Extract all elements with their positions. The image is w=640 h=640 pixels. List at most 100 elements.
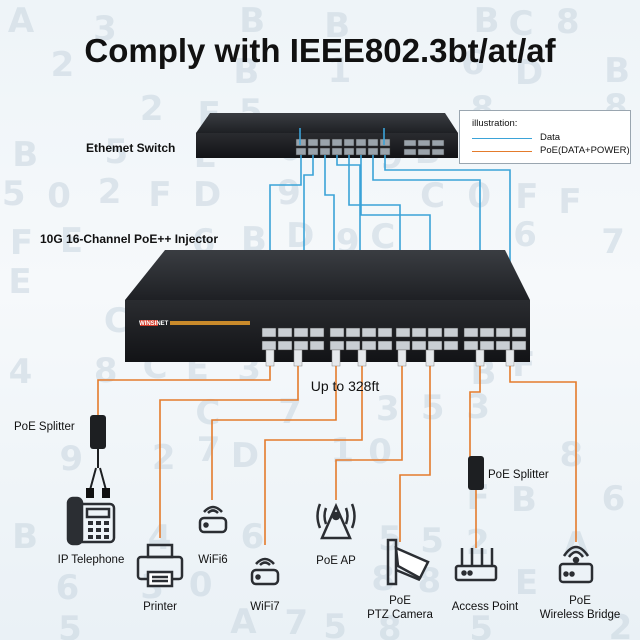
background-digit: F [9, 222, 34, 263]
background-digit: B [604, 51, 631, 92]
background-digit: 7 [196, 430, 221, 471]
legend-poe-swatch [472, 151, 532, 152]
background-digit: B [12, 517, 39, 558]
legend: illustration: Data PoE(DATA+POWER) [459, 110, 631, 164]
background-digit: C [508, 4, 534, 45]
wireless-bridge-label-line1: PoE [569, 595, 591, 607]
legend-item-poe: PoE(DATA+POWER) [472, 145, 630, 157]
access-point-icon [454, 548, 498, 582]
wifi6-label: WiFi6 [198, 554, 228, 566]
poe-ap-label: PoE AP [316, 555, 356, 567]
injector-label: 10G 16-Channel PoE++ Injector [40, 232, 219, 246]
background-digit: F [558, 181, 582, 222]
ip-telephone-icon [66, 496, 116, 546]
background-digit: B [239, 0, 266, 41]
background-digit: 2 [50, 44, 75, 85]
switch-label: Ethemet Switch [86, 141, 176, 155]
background-digit: E [514, 562, 539, 603]
ptz-camera-label-line1: PoE [389, 595, 411, 607]
brand-logo: WINSINET [139, 321, 169, 327]
background-digit: 3 [93, 8, 117, 49]
background-digit: E [59, 221, 84, 262]
background-digit: 5 [1, 173, 26, 214]
background-digit: 5 [420, 521, 444, 562]
wireless-bridge-label-line2: Wireless Bridge [539, 609, 621, 622]
legend-title: illustration: [472, 118, 518, 129]
background-digit: 8 [93, 351, 118, 392]
background-digit: 2 [97, 172, 122, 213]
background-digit: 4 [8, 351, 33, 392]
poe-ap-icon [316, 502, 356, 540]
background-digit: B [12, 134, 39, 175]
background-digit: 3 [466, 387, 491, 428]
background-digit: 8 [559, 435, 584, 476]
background-digit: 2 [151, 438, 176, 479]
background-digit: 6 [513, 215, 537, 256]
background-digit: 8 [555, 1, 580, 42]
background-digit: F [515, 176, 539, 217]
printer-label: Printer [143, 601, 177, 613]
splitter-right-label: PoE Splitter [488, 469, 549, 481]
wifi6-icon [198, 505, 228, 534]
background-digit: 5 [58, 608, 82, 640]
background-digit: 3 [375, 389, 400, 430]
background-digit: 2 [139, 88, 164, 129]
background-digit: 0 [47, 176, 71, 217]
ptz-camera-label: PoE PTZ Camera [360, 594, 440, 623]
background-digit: D [192, 174, 222, 215]
background-digit: 7 [601, 222, 625, 263]
background-digit: C [420, 175, 446, 216]
background-digit: 9 [59, 438, 84, 479]
injector-ports [261, 327, 527, 351]
background-digit: 1 [327, 50, 352, 91]
background-digit: B [473, 1, 500, 42]
background-digit: C [103, 301, 129, 342]
background-digit: 5 [104, 131, 129, 172]
distance-label: Up to 328ft [310, 378, 380, 394]
background-digit: 7 [284, 603, 309, 640]
background-digit: D [230, 436, 260, 477]
background-digit: F [148, 175, 172, 216]
background-digit: B [233, 51, 260, 92]
background-digit: 0 [188, 565, 213, 606]
legend-item-data: Data [472, 132, 622, 144]
background-digit: E [8, 261, 32, 302]
background-digit: 7 [278, 391, 302, 432]
legend-poe-label: PoE(DATA+POWER) [540, 145, 630, 156]
background-digit: A [230, 602, 257, 640]
legend-data-swatch [472, 138, 532, 139]
background-digit: 6 [461, 43, 485, 84]
background-digit: B [511, 480, 537, 521]
background-digit: 2 [608, 607, 633, 640]
background-digit: 6 [55, 567, 80, 608]
background-digit: A [7, 1, 35, 42]
background-digit: D [515, 52, 544, 93]
wireless-bridge-label: PoE Wireless Bridge [530, 594, 630, 623]
background-digit: 6 [601, 479, 626, 520]
legend-data-label: Data [540, 132, 561, 143]
switch-ports [295, 138, 445, 156]
background-digit: 9 [277, 172, 301, 213]
ip-telephone-label: IP Telephone [57, 554, 125, 566]
ptz-camera-icon [386, 538, 430, 586]
background-digit: 6 [240, 516, 265, 557]
page-title: Comply with IEEE802.3bt/at/af [84, 32, 556, 69]
background-digit: 8 [377, 608, 402, 640]
wifi7-label: WiFi7 [250, 601, 280, 613]
printer-icon [136, 543, 184, 588]
wifi7-icon [250, 557, 280, 586]
background-digit: D [286, 215, 315, 256]
poe-splitter-left [86, 415, 110, 498]
background-digit: 5 [420, 387, 445, 428]
ptz-camera-label-line2: PTZ Camera [367, 609, 433, 622]
ethernet-switch [196, 113, 458, 158]
background-digit: 5 [469, 609, 493, 640]
background-digit: B [324, 5, 351, 46]
poe-splitter-right [468, 456, 484, 490]
wireless-bridge-icon [558, 545, 594, 584]
poe-injector: WINSINET [125, 250, 530, 367]
splitter-left-label: PoE Splitter [14, 421, 75, 433]
access-point-label: Access Point [451, 601, 519, 613]
